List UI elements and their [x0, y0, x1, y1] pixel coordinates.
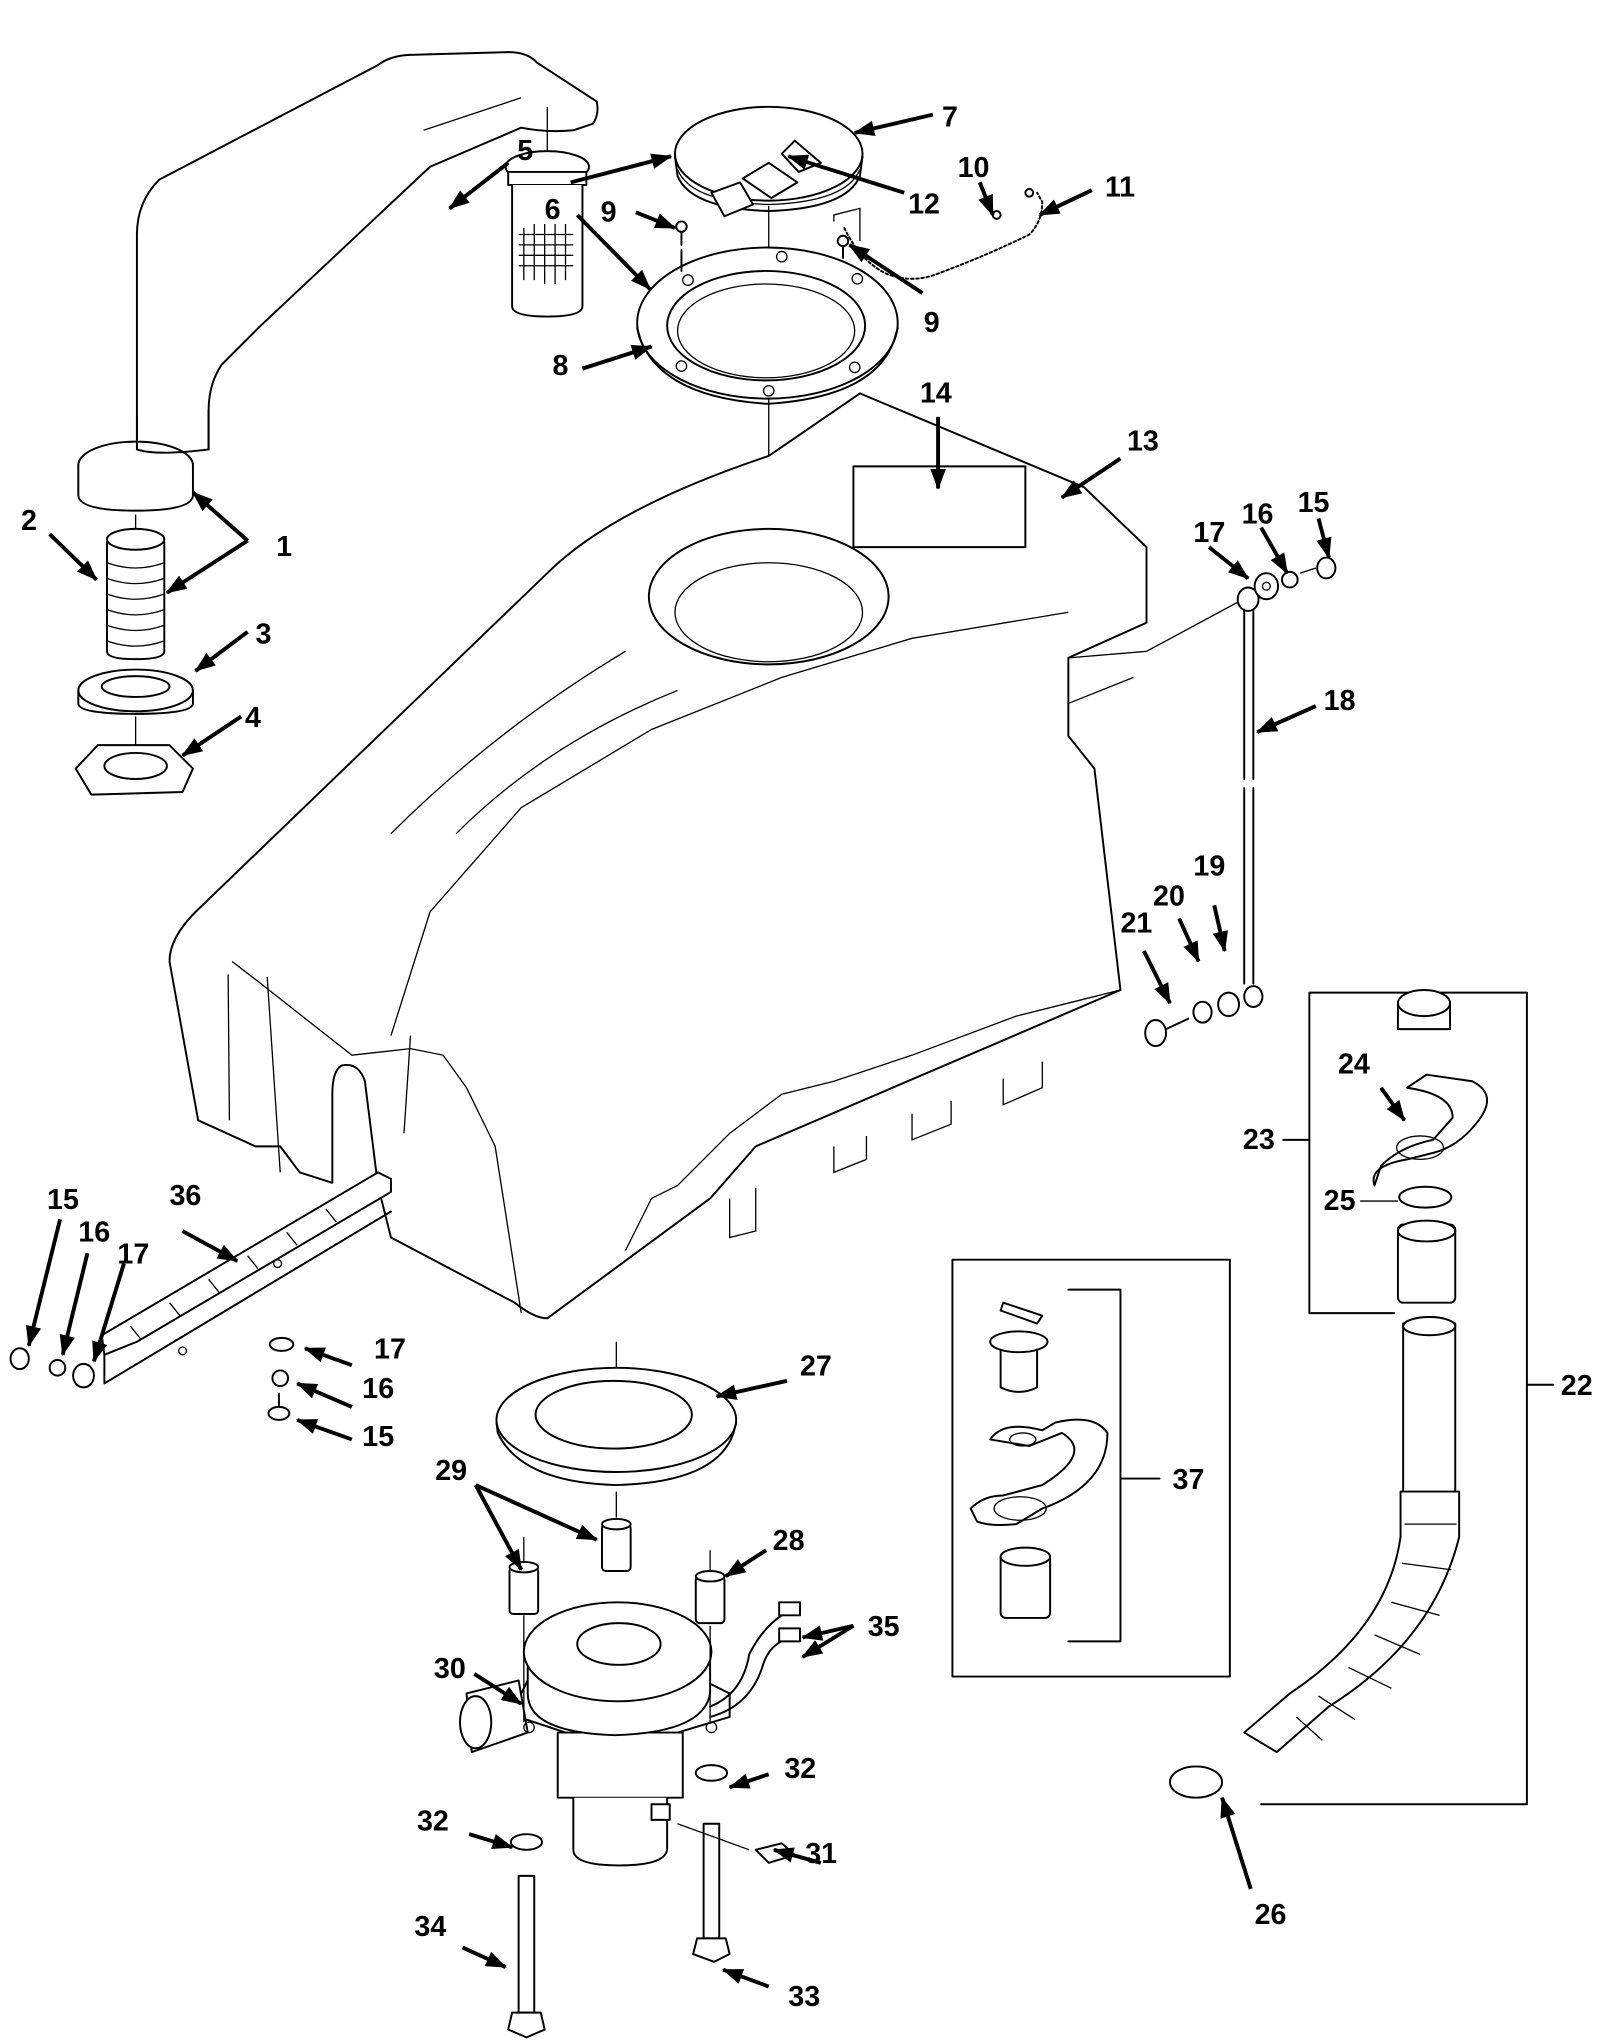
label-26: 26: [1255, 1899, 1287, 1931]
label-1: 1: [276, 531, 292, 563]
label-25: 25: [1324, 1185, 1356, 1217]
label-7: 7: [942, 101, 958, 133]
label-23: 23: [1243, 1124, 1275, 1156]
label-17-bottom: 17: [374, 1334, 406, 1366]
label-12: 12: [908, 189, 940, 221]
label-29: 29: [435, 1455, 467, 1487]
label-33: 33: [788, 1981, 820, 2013]
hinge-part: [9, 1171, 392, 1421]
label-28: 28: [773, 1525, 805, 1557]
label-9a: 9: [601, 196, 617, 228]
motor-gasket-part: [495, 1341, 738, 1487]
label-11: 11: [1105, 172, 1135, 204]
spacer-part: [508, 1491, 726, 1625]
screw-part: [675, 207, 861, 272]
label-16-right: 16: [1242, 499, 1274, 531]
label-8: 8: [552, 350, 568, 382]
fasteners-part: [507, 1764, 796, 2039]
label-37: 37: [1173, 1464, 1205, 1496]
label-32-right: 32: [784, 1753, 816, 1785]
cap-ring-part: [636, 205, 899, 463]
label-19: 19: [1193, 850, 1225, 882]
label-32-left: 32: [417, 1805, 449, 1837]
label-17-right: 17: [1193, 517, 1225, 549]
label-36: 36: [170, 1180, 202, 1212]
label-3: 3: [255, 619, 271, 651]
label-16-bottom: 16: [362, 1373, 394, 1405]
label-31: 31: [805, 1838, 837, 1870]
vacuum-motor-part: [459, 1601, 801, 1867]
label-21: 21: [1120, 908, 1152, 940]
label-15-left: 15: [47, 1184, 79, 1216]
label-13: 13: [1127, 426, 1159, 458]
label-20: 20: [1153, 880, 1185, 912]
label-2: 2: [21, 505, 37, 537]
label-24: 24: [1338, 1048, 1370, 1080]
gasket-part: [77, 668, 194, 715]
strainer-part: [504, 106, 590, 318]
label-14: 14: [920, 378, 952, 410]
label-6: 6: [545, 194, 561, 226]
part-labels: 1 2 3 4 5 6 7 8 9 9 10 11 12 13 14 15 16…: [21, 101, 1593, 2013]
label-5: 5: [517, 135, 533, 167]
ground-strap-part: [1144, 556, 1337, 1048]
label-4: 4: [245, 702, 261, 734]
label-15-right: 15: [1298, 487, 1330, 519]
nut-part: [74, 716, 194, 796]
threaded-fitting-part: [105, 514, 166, 661]
label-15-bottom: 15: [362, 1421, 394, 1453]
leader-arrows: [25, 112, 1407, 1989]
fill-cap-part: [673, 105, 864, 218]
label-35: 35: [868, 1611, 900, 1643]
label-16-left: 16: [78, 1216, 110, 1248]
label-18: 18: [1324, 685, 1356, 717]
spout-part: [77, 51, 599, 512]
label-30: 30: [434, 1653, 466, 1685]
kit-box: [951, 1258, 1231, 1678]
tank-part: [168, 392, 1148, 1320]
chain-part: [843, 187, 1044, 280]
label-10: 10: [958, 152, 990, 184]
label-34: 34: [414, 1911, 446, 1943]
label-9b: 9: [924, 307, 940, 339]
drain-hose-part: [1168, 989, 1554, 1806]
label-17-left: 17: [117, 1239, 149, 1271]
label-22: 22: [1561, 1370, 1593, 1402]
label-27: 27: [800, 1351, 832, 1383]
